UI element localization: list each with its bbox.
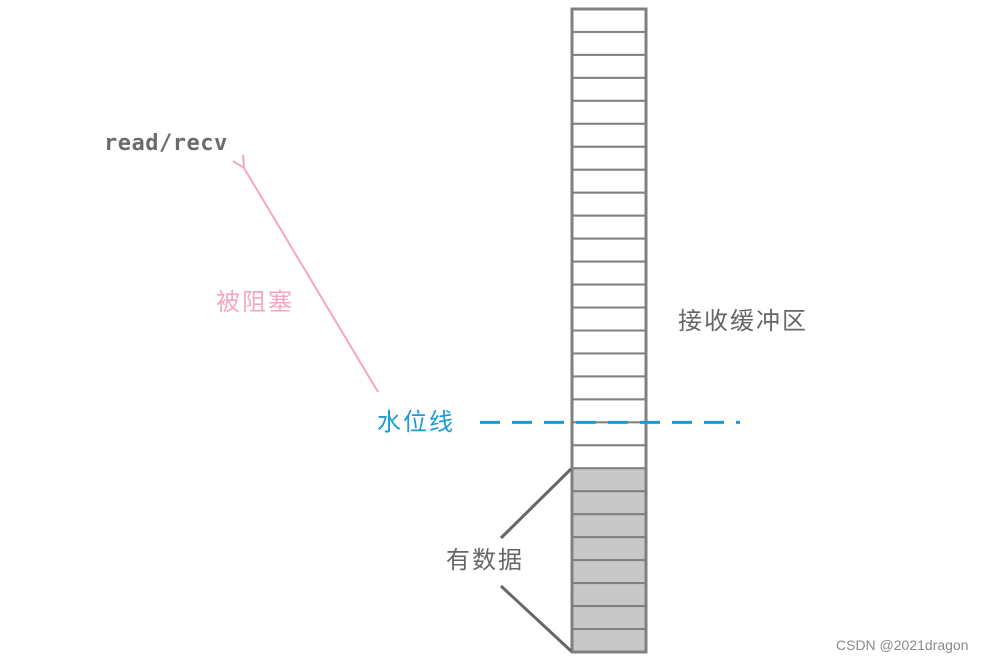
- buffer-slot-empty: [571, 306, 647, 332]
- buffer-slot-empty: [571, 30, 647, 56]
- buffer-slot-filled: [571, 467, 647, 493]
- buffer-slot-filled: [571, 490, 647, 516]
- buffer-slot-filled: [571, 559, 647, 585]
- buffer-slot-empty: [571, 237, 647, 263]
- buffer-slot-empty: [571, 421, 647, 447]
- buffer-slot-empty: [571, 398, 647, 424]
- data-bracket-line-bottom: [499, 584, 573, 653]
- buffer-slot-filled: [571, 605, 647, 631]
- receive-buffer-label: 接收缓冲区: [678, 307, 808, 335]
- buffer-slot-empty: [571, 99, 647, 125]
- buffer-slot-empty: [571, 76, 647, 102]
- buffer-outline: [570, 7, 648, 654]
- blocked-label: 被阻塞: [216, 288, 294, 316]
- buffer-slot-filled: [571, 536, 647, 562]
- buffer-slot-filled: [571, 582, 647, 608]
- buffer-slot-empty: [571, 329, 647, 355]
- buffer-slot-empty: [571, 260, 647, 286]
- buffer-slot-empty: [571, 444, 647, 470]
- watermark-label: 水位线: [377, 408, 455, 436]
- buffer-slot-empty: [571, 122, 647, 148]
- buffer-slot-empty: [571, 214, 647, 240]
- blocked-arrow: [244, 168, 379, 393]
- data-bracket-line-top: [499, 467, 573, 540]
- buffer-slot-empty: [571, 8, 647, 33]
- buffer-slot-filled: [571, 513, 647, 539]
- buffer-slot-empty: [571, 191, 647, 217]
- buffer-slot-empty: [571, 352, 647, 378]
- buffer-slot-empty: [571, 168, 647, 194]
- buffer-slot-empty: [571, 53, 647, 79]
- author-credit: CSDN @2021dragon: [836, 637, 969, 653]
- buffer-slot-empty: [571, 145, 647, 171]
- read-recv-label: read/recv: [104, 131, 228, 156]
- buffer-slot-filled: [571, 628, 647, 653]
- buffer-slot-empty: [571, 283, 647, 309]
- receive-buffer: [570, 7, 648, 654]
- buffer-slot-empty: [571, 375, 647, 401]
- has-data-label: 有数据: [446, 546, 524, 574]
